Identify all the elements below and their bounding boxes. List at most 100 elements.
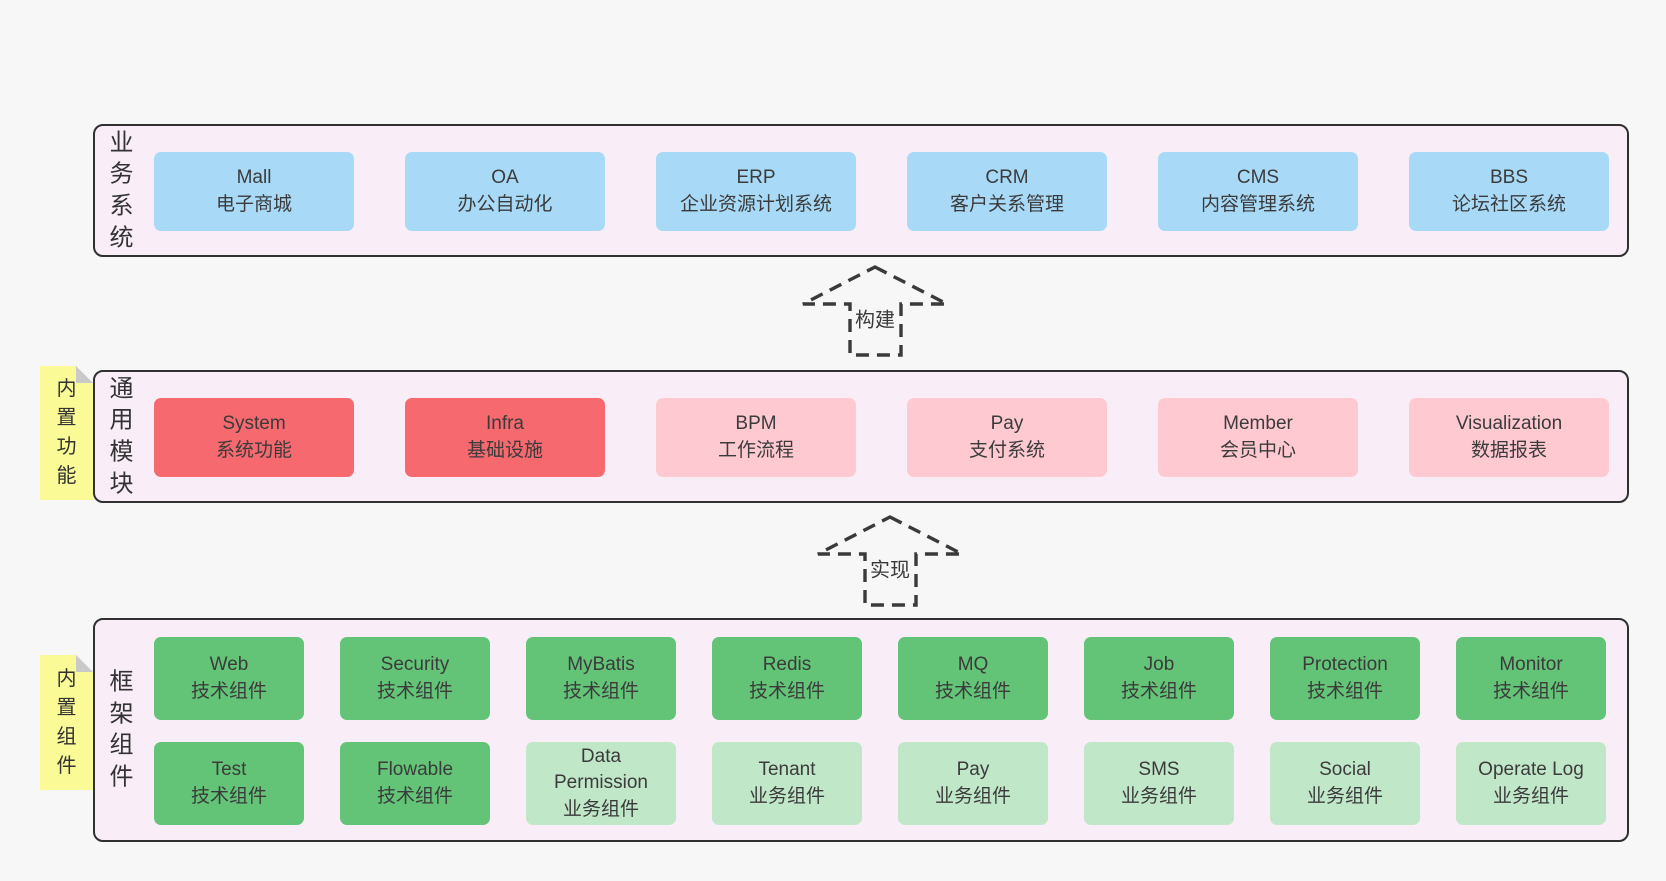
box-title: MyBatis	[567, 653, 635, 675]
box-subtitle: 基础设施	[466, 439, 543, 461]
sticky-note-builtin-components: 内置组件	[40, 655, 93, 790]
component-box-flowable: Flowable 技术组件	[340, 742, 490, 825]
box-title: Redis	[762, 653, 812, 675]
box-title: Job	[1143, 653, 1175, 675]
component-box-mq: MQ 技术组件	[898, 637, 1048, 720]
arrow-build: 构建	[800, 263, 950, 359]
box-subtitle: 技术组件	[1120, 680, 1197, 702]
module-box-member: Member 会员中心	[1158, 398, 1358, 477]
box-title: Monitor	[1499, 653, 1563, 675]
component-box-redis: Redis 技术组件	[712, 637, 862, 720]
box-subtitle: 数据报表	[1470, 439, 1547, 461]
box-subtitle: 工作流程	[717, 439, 794, 461]
box-title: SMS	[1138, 758, 1180, 780]
box-title: ERP	[736, 166, 776, 188]
box-title: Web	[209, 653, 249, 675]
sticky-note-label: 内置组件	[56, 667, 77, 777]
module-box-bpm: BPM 工作流程	[656, 398, 856, 477]
box-subtitle: 技术组件	[190, 785, 267, 807]
box-title: OA	[491, 166, 519, 188]
component-box-protection: Protection 技术组件	[1270, 637, 1420, 720]
box-title: Social	[1319, 758, 1371, 780]
component-box-job: Job 技术组件	[1084, 637, 1234, 720]
component-box-data-permission: Data Permission 业务组件	[526, 742, 676, 825]
arrow-build-label: 构建	[852, 302, 898, 334]
box-subtitle: 技术组件	[934, 680, 1011, 702]
box-title: Operate Log	[1478, 758, 1584, 780]
box-title: MQ	[957, 653, 989, 675]
box-subtitle: 内容管理系统	[1200, 193, 1315, 215]
box-subtitle: 技术组件	[190, 680, 267, 702]
module-box-pay: Pay 支付系统	[907, 398, 1107, 477]
box-subtitle: 技术组件	[1306, 680, 1383, 702]
component-box-pay: Pay 业务组件	[898, 742, 1048, 825]
box-subtitle: 电子商城	[215, 193, 292, 215]
box-title: Security	[380, 653, 450, 675]
box-title: Infra	[485, 412, 525, 434]
box-title: Pay	[990, 412, 1024, 434]
box-title: Tenant	[758, 758, 816, 780]
box-subtitle: 技术组件	[748, 680, 825, 702]
biz-box-erp: ERP 企业资源计划系统	[656, 152, 856, 231]
box-subtitle: 系统功能	[215, 439, 292, 461]
sticky-note-builtin-functions: 内置功能	[40, 366, 93, 500]
band-label-common-modules: 通用模块	[109, 375, 134, 498]
box-subtitle: 业务组件	[562, 798, 639, 820]
box-subtitle: 技术组件	[562, 680, 639, 702]
arrow-implement-label: 实现	[867, 552, 913, 584]
box-subtitle: 业务组件	[748, 785, 825, 807]
sticky-note-label: 内置功能	[56, 378, 77, 487]
component-box-operate-log: Operate Log 业务组件	[1456, 742, 1606, 825]
component-box-test: Test 技术组件	[154, 742, 304, 825]
biz-box-cms: CMS 内容管理系统	[1158, 152, 1358, 231]
component-box-tenant: Tenant 业务组件	[712, 742, 862, 825]
box-title: Protection	[1302, 653, 1388, 675]
box-title: Test	[211, 758, 247, 780]
component-box-social: Social 业务组件	[1270, 742, 1420, 825]
box-subtitle: 技术组件	[376, 785, 453, 807]
band-label-business-systems: 业务系统	[109, 129, 134, 252]
box-subtitle: 客户关系管理	[949, 193, 1064, 215]
module-box-infra: Infra 基础设施	[405, 398, 605, 477]
box-subtitle: 业务组件	[1492, 785, 1569, 807]
box-title: Visualization	[1455, 412, 1563, 434]
box-title: System	[222, 412, 286, 434]
box-subtitle: 企业资源计划系统	[679, 193, 832, 215]
component-box-security: Security 技术组件	[340, 637, 490, 720]
dashed-up-arrow-icon	[802, 265, 948, 357]
band-common-modules: 通用模块 System 系统功能 Infra 基础设施 BPM 工作流程 Pay…	[93, 370, 1629, 503]
box-title: CRM	[985, 166, 1029, 188]
band-label-framework-components: 框架组件	[109, 668, 134, 791]
biz-box-crm: CRM 客户关系管理	[907, 152, 1107, 231]
component-box-mybatis: MyBatis 技术组件	[526, 637, 676, 720]
arrow-implement: 实现	[815, 513, 965, 609]
box-subtitle: 技术组件	[1492, 680, 1569, 702]
band-business-systems: 业务系统 Mall 电子商城 OA 办公自动化 ERP 企业资源计划系统 CRM…	[93, 124, 1629, 257]
module-box-visualization: Visualization 数据报表	[1409, 398, 1609, 477]
box-subtitle: 会员中心	[1219, 439, 1296, 461]
box-title: CMS	[1236, 166, 1280, 188]
box-title: Data Permission	[554, 745, 648, 794]
box-title: Flowable	[376, 758, 454, 780]
box-subtitle: 论坛社区系统	[1451, 193, 1566, 215]
biz-box-bbs: BBS 论坛社区系统	[1409, 152, 1609, 231]
module-box-system: System 系统功能	[154, 398, 354, 477]
component-box-sms: SMS 业务组件	[1084, 742, 1234, 825]
band-framework-components: 框架组件 Web 技术组件 Security 技术组件 MyBatis 技术组件…	[93, 618, 1629, 842]
biz-box-oa: OA 办公自动化	[405, 152, 605, 231]
component-box-web: Web 技术组件	[154, 637, 304, 720]
box-subtitle: 业务组件	[934, 785, 1011, 807]
box-title: Member	[1223, 412, 1293, 434]
box-title: Pay	[956, 758, 990, 780]
box-subtitle: 业务组件	[1306, 785, 1383, 807]
box-subtitle: 办公自动化	[457, 193, 553, 215]
dashed-up-arrow-icon	[817, 515, 963, 607]
box-title: BBS	[1489, 166, 1529, 188]
box-subtitle: 业务组件	[1120, 785, 1197, 807]
component-box-monitor: Monitor 技术组件	[1456, 637, 1606, 720]
box-title: Mall	[236, 166, 272, 188]
biz-box-mall: Mall 电子商城	[154, 152, 354, 231]
box-title: BPM	[735, 412, 777, 434]
box-subtitle: 支付系统	[968, 439, 1045, 461]
